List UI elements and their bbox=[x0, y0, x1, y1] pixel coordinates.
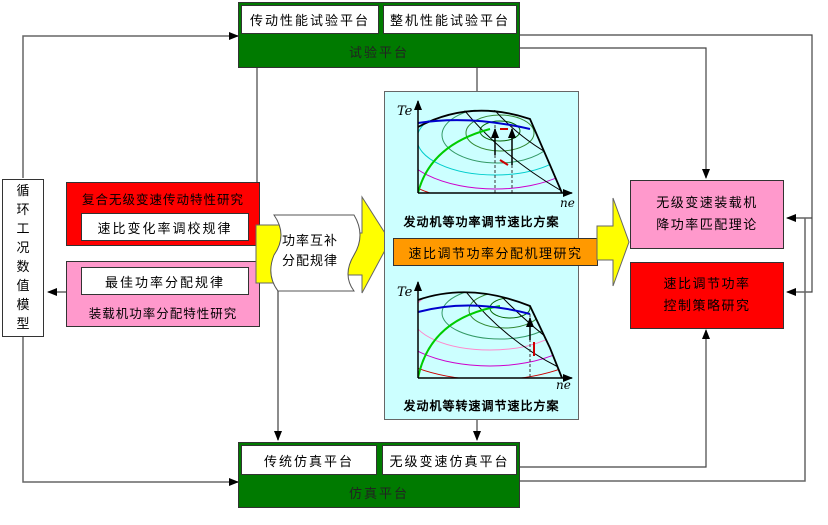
traditional-sim-platform[interactable]: 传统仿真平台 bbox=[241, 445, 377, 475]
shift-arrow bbox=[499, 159, 509, 166]
equal-power-chart bbox=[414, 100, 573, 197]
blue-curve bbox=[417, 304, 531, 315]
model-char: 循 bbox=[16, 184, 30, 199]
complement-rule-shape bbox=[255, 195, 390, 294]
bottom-chart-y-label: Te bbox=[397, 285, 413, 300]
right-yellow-arrow bbox=[596, 197, 630, 287]
matching-theory-line: 降功率匹配理论 bbox=[656, 217, 758, 233]
optimal-power-rule[interactable]: 最佳功率分配规律 bbox=[81, 267, 249, 295]
test-platform: 传动性能试验平台 整机性能试验平台 试验平台 bbox=[238, 2, 520, 68]
model-char: 工 bbox=[16, 222, 30, 237]
scroll-document bbox=[270, 214, 361, 292]
model-char: 数 bbox=[16, 260, 30, 275]
test-platform-title: 试验平台 bbox=[348, 45, 409, 61]
matching-theory-line: 无级变速装载机 bbox=[656, 195, 758, 211]
blue-curve bbox=[417, 119, 531, 130]
power-distribution-research-title: 装载机功率分配特性研究 bbox=[88, 305, 238, 321]
external-characteristic bbox=[417, 291, 563, 379]
top-chart-caption: 发动机等功率调节速比方案 bbox=[403, 214, 560, 229]
power-curve bbox=[459, 292, 561, 369]
cycle-condition-model[interactable]: 循 环 工 况 数 值 模 型 bbox=[2, 179, 44, 337]
complement-rule-line: 分配规律 bbox=[281, 254, 338, 269]
line-model-to-test bbox=[22, 32, 239, 178]
efficiency-contour bbox=[465, 114, 535, 152]
transmission-research-block[interactable]: 复合无级变速传动特性研究 速比变化率调校规律 bbox=[66, 182, 260, 246]
power-curve bbox=[489, 109, 561, 161]
control-strategy-line: 控制策略研究 bbox=[663, 298, 751, 314]
power-distribution-research-block[interactable]: 最佳功率分配规律 装载机功率分配特性研究 bbox=[66, 261, 260, 327]
top-chart-y-label: Te bbox=[397, 104, 413, 119]
control-strategy-line: 速比调节功率 bbox=[663, 276, 751, 292]
efficiency-contour bbox=[441, 292, 559, 340]
economy-curve bbox=[418, 305, 501, 379]
simulation-platform: 传统仿真平台 无级变速仿真平台 仿真平台 bbox=[238, 442, 520, 508]
equal-speed-chart bbox=[414, 281, 573, 382]
ratio-change-rule[interactable]: 速比变化率调校规律 bbox=[81, 213, 249, 241]
transmission-test-platform[interactable]: 传动性能试验平台 bbox=[241, 5, 379, 34]
machine-test-platform[interactable]: 整机性能试验平台 bbox=[383, 5, 517, 34]
efficiency-contour bbox=[418, 292, 562, 367]
power-curve bbox=[459, 109, 561, 191]
control-strategy-block[interactable]: 速比调节功率 控制策略研究 bbox=[630, 262, 784, 329]
model-char: 值 bbox=[16, 279, 30, 294]
economy-curve bbox=[418, 128, 491, 194]
ratio-power-mechanism[interactable]: 速比调节功率分配机理研究 bbox=[393, 238, 598, 266]
sim-platform-title: 仿真平台 bbox=[348, 486, 409, 502]
power-curve bbox=[489, 292, 561, 349]
efficiency-contour bbox=[418, 292, 562, 351]
model-char: 况 bbox=[16, 241, 30, 256]
model-char: 型 bbox=[16, 317, 30, 332]
bottom-chart-x-label: ne bbox=[556, 378, 571, 392]
model-char: 模 bbox=[16, 298, 30, 313]
line-model-to-sim bbox=[22, 337, 239, 486]
model-char: 环 bbox=[16, 203, 30, 218]
transmission-research-title: 复合无级变速传动特性研究 bbox=[81, 191, 244, 207]
efficiency-contour bbox=[418, 109, 562, 190]
top-chart-x-label: ne bbox=[560, 196, 575, 210]
complement-rule-line: 功率互补 bbox=[281, 234, 338, 249]
matching-theory-block[interactable]: 无级变速装载机 降功率匹配理论 bbox=[630, 180, 784, 249]
bottom-chart-caption: 发动机等转速调节速比方案 bbox=[403, 398, 560, 413]
complement-rule-label[interactable]: 功率互补 分配规律 bbox=[280, 232, 340, 272]
cvt-sim-platform[interactable]: 无级变速仿真平台 bbox=[382, 445, 517, 475]
